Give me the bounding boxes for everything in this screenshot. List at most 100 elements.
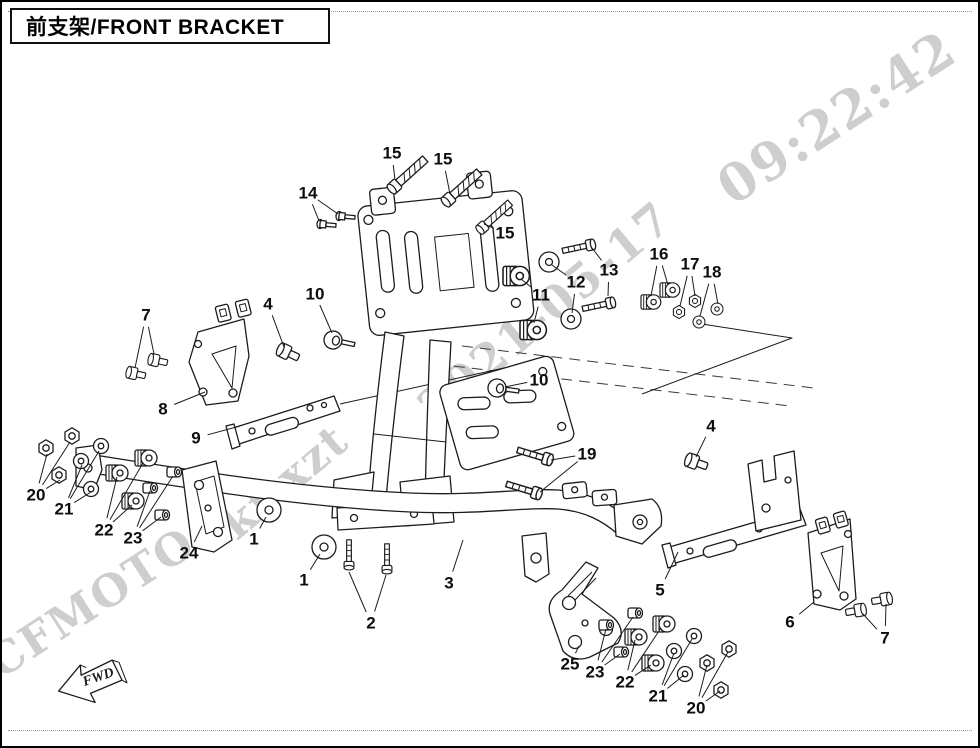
bushing-16-a (640, 294, 662, 310)
washer-21-f (676, 665, 694, 683)
leader-line (42, 441, 71, 486)
leader-line (134, 326, 145, 369)
part-bracket-24 (181, 460, 233, 553)
nut-17-a (672, 304, 686, 320)
leader-line (551, 264, 567, 276)
leader-line (571, 293, 575, 314)
callout-4-13: 4 (706, 417, 716, 436)
leader-line (374, 574, 387, 612)
callout-10-11: 10 (530, 371, 549, 390)
callout-3-27: 3 (444, 574, 453, 593)
grommet-1-a (256, 497, 282, 523)
bolt-7-a (146, 352, 170, 370)
part-bracket-8 (188, 298, 252, 406)
bushing-22-d (652, 615, 676, 633)
callout-13-7: 13 (600, 261, 619, 280)
callout-21-33: 21 (649, 687, 668, 706)
part-mid-plate (439, 355, 575, 471)
callout-25-30: 25 (561, 655, 580, 674)
leader-line (68, 464, 83, 499)
bolt-7-c (870, 591, 894, 609)
callout-12-8: 12 (567, 273, 586, 292)
leader-line (392, 164, 396, 181)
nut-17-b (688, 293, 702, 309)
callout-9-17: 9 (191, 429, 200, 448)
grommet-1-b (311, 534, 337, 560)
callout-7-15: 7 (880, 629, 889, 648)
leader-line (452, 539, 464, 572)
bushing-11-b (519, 319, 548, 341)
leader-line (112, 504, 133, 523)
bushing-22-e (624, 628, 648, 646)
part-bracket-25 (548, 561, 622, 660)
leader-line (698, 664, 708, 697)
leader-line (661, 652, 675, 685)
callout-4-12: 4 (263, 295, 273, 314)
nut-20-a (64, 427, 80, 445)
leader-line (666, 674, 685, 689)
spacer-23-c (154, 509, 171, 521)
leader-line (550, 455, 576, 461)
callout-14-3: 14 (299, 184, 318, 203)
leader-line (691, 275, 696, 297)
leader-line (309, 553, 321, 571)
callout-21-20: 21 (55, 500, 74, 519)
leader-line (601, 616, 634, 663)
leader-line (173, 391, 206, 405)
leader-line (45, 479, 61, 490)
bolt-2-b (381, 543, 393, 575)
leader-line (147, 326, 155, 355)
leader-line (695, 436, 707, 458)
screw-14-b (334, 210, 356, 223)
callout-8-16: 8 (158, 400, 167, 419)
nut-20-b (38, 439, 54, 457)
spacer-23-d (627, 607, 644, 619)
leader-line (539, 461, 579, 493)
washer-18-a (692, 315, 706, 329)
callout-15-0: 15 (383, 144, 402, 163)
part-main-arms (367, 331, 452, 506)
callout-23-22: 23 (124, 529, 143, 548)
callout-24-23: 24 (180, 544, 199, 563)
callout-22-32: 22 (616, 673, 635, 692)
leader-line (38, 453, 48, 484)
leader-line (713, 283, 719, 305)
bolt-4-a (274, 341, 303, 365)
leader-line (319, 304, 333, 334)
callout-16-4: 16 (650, 245, 669, 264)
leader-line (504, 381, 528, 388)
leader-line (699, 283, 710, 317)
leader-line (627, 639, 636, 671)
callout-1-24: 1 (249, 530, 258, 549)
callout-19-18: 19 (578, 445, 597, 464)
leader-line (483, 223, 495, 229)
callout-10-10: 10 (306, 285, 325, 304)
callout-23-31: 23 (586, 663, 605, 682)
part-upright-bracket (747, 450, 802, 532)
callout-15-1: 15 (434, 150, 453, 169)
leader-line (798, 601, 815, 615)
part-bracket-6 (807, 510, 857, 611)
leader-line (650, 265, 658, 297)
leader-line (607, 281, 609, 297)
leader-line (271, 315, 285, 348)
washer-21-a (92, 437, 110, 455)
callout-11-9: 11 (532, 286, 550, 305)
leader-line (705, 690, 721, 702)
leader-line (311, 204, 320, 222)
leader-line (193, 525, 203, 543)
leader-line (520, 278, 532, 288)
bushing-16-b (659, 282, 681, 298)
washer-12-a (538, 251, 560, 273)
leader-line (444, 170, 451, 195)
part-top-plate (357, 170, 535, 336)
callout-22-21: 22 (95, 521, 114, 540)
bolt-4-b (682, 451, 711, 474)
screw-14-a (315, 218, 337, 231)
leader-line (661, 265, 669, 286)
nut-20-f (713, 681, 729, 699)
callout-5-28: 5 (655, 581, 664, 600)
